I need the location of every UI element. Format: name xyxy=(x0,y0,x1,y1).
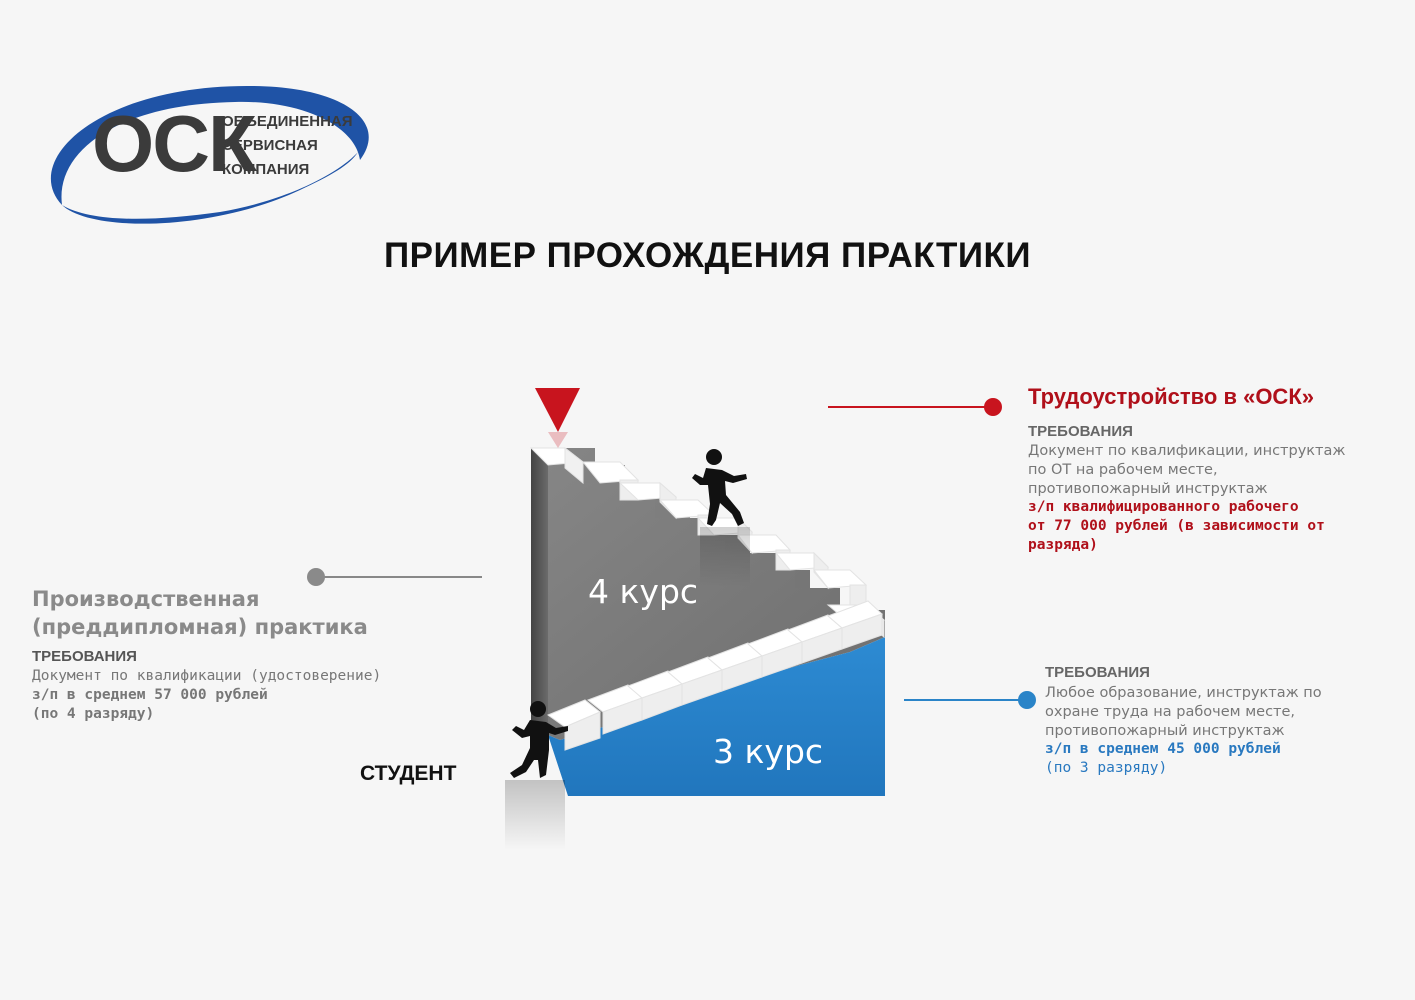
employment-requirement-line: по ОТ на рабочем месте, xyxy=(1028,462,1218,478)
employment-salary-line: разряда) xyxy=(1028,537,1098,553)
logo-swoosh xyxy=(50,85,369,224)
student-runner-reflection xyxy=(505,780,565,850)
logo-line: СЕРВИСНАЯ xyxy=(222,137,318,154)
course3-requirements-heading: ТРЕБОВАНИЯ xyxy=(1045,664,1150,681)
lower-steps xyxy=(546,600,883,751)
course3-label: 3 курс xyxy=(713,732,824,771)
course3-requirement-line: противопожарный инструктаж xyxy=(1045,723,1285,739)
course3-salary-note: (по 3 разряду) xyxy=(1045,760,1168,776)
practice-requirements: Документ по квалификации (удостоверение) xyxy=(32,668,382,684)
employment-requirements: Документ по квалификации, инструктаж по … xyxy=(1028,442,1388,499)
employment-salary-line: з/п квалифицированного рабочего xyxy=(1028,499,1299,515)
employment-salary: з/п квалифицированного рабочего от 77 00… xyxy=(1028,498,1378,555)
course3-requirement-line: Любое образование, инструктаж по xyxy=(1045,685,1322,701)
employment-requirement-line: Документ по квалификации, инструктаж xyxy=(1028,443,1346,459)
employment-title: Трудоустройство в «ОСК» xyxy=(1028,384,1314,409)
employment-requirement-line: противопожарный инструктаж xyxy=(1028,481,1268,497)
practice-connector-dot xyxy=(307,568,325,586)
practice-title-line: Производственная xyxy=(32,587,260,611)
course3-connector-dot xyxy=(1018,691,1036,709)
runner-upper-icon xyxy=(692,449,747,526)
employment-requirements-heading: ТРЕБОВАНИЯ xyxy=(1028,423,1133,440)
logo-wordmark: ОСК xyxy=(92,99,257,188)
course4-label: 4 курс xyxy=(588,572,699,611)
practice-title: Производственная (преддипломная) практик… xyxy=(32,585,452,641)
course3-salary: з/п в среднем 45 000 рублей xyxy=(1045,741,1281,757)
course3-requirements: Любое образование, инструктаж по охране … xyxy=(1045,684,1375,741)
logo-line: КОМПАНИЯ xyxy=(222,161,310,178)
practice-salary: з/п в среднем 57 000 рублей (по 4 разряд… xyxy=(32,686,452,724)
logo-line: ОБЪЕДИНЕННАЯ xyxy=(222,113,353,130)
practice-salary-line: з/п в среднем 57 000 рублей xyxy=(32,687,268,703)
employment-salary-line: от 77 000 рублей (в зависимости от xyxy=(1028,518,1325,534)
runner-upper-reflection xyxy=(700,527,750,587)
practice-requirements-heading: ТРЕБОВАНИЯ xyxy=(32,648,137,665)
practice-salary-line: (по 4 разряду) xyxy=(32,706,155,722)
course3-requirement-line: охране труда на рабочем месте, xyxy=(1045,704,1296,720)
page-title: ПРИМЕР ПРОХОЖДЕНИЯ ПРАКТИКИ xyxy=(383,236,1032,275)
practice-title-line: (преддипломная) практика xyxy=(32,615,368,639)
employment-connector-dot xyxy=(984,398,1002,416)
logo-company-name: ОБЪЕДИНЕННАЯ СЕРВИСНАЯ КОМПАНИЯ xyxy=(222,110,353,182)
stair-wall xyxy=(531,448,548,752)
student-runner-icon xyxy=(510,701,568,778)
course3-block xyxy=(548,637,885,796)
course4-face xyxy=(548,465,885,740)
student-label: СТУДЕНТ xyxy=(360,762,457,785)
goal-marker-icon xyxy=(535,388,580,432)
